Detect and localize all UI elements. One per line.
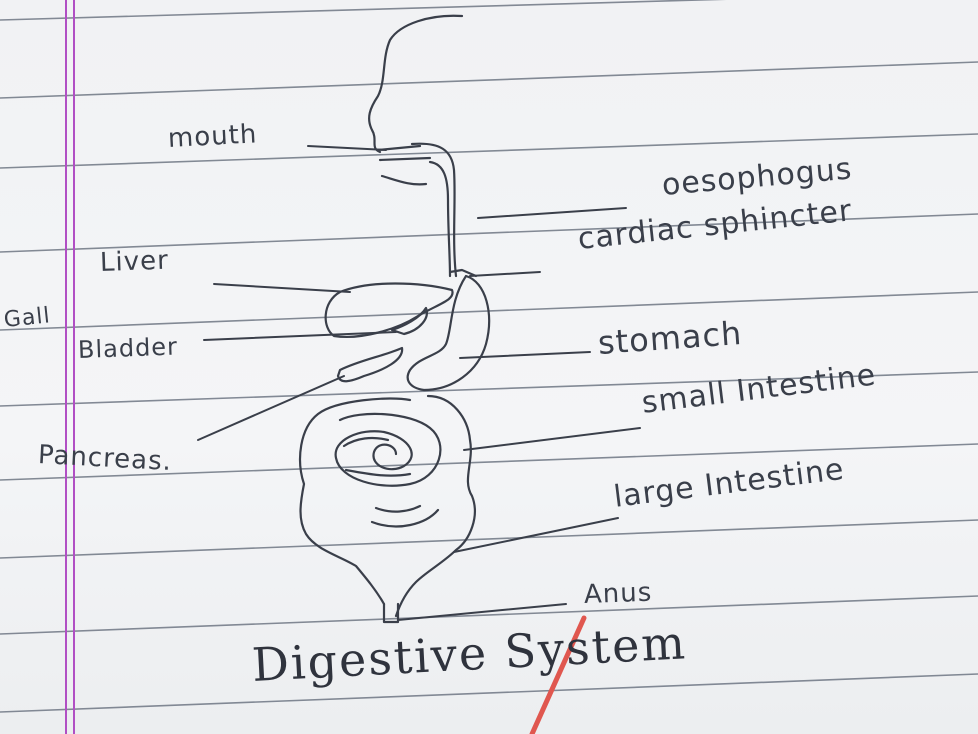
pancreas <box>338 348 402 381</box>
leader-lines <box>198 146 640 620</box>
label-mouth: mouth <box>167 119 258 154</box>
stomach <box>408 276 489 390</box>
leader-pancreas <box>198 376 344 440</box>
mouth-lines <box>378 146 430 184</box>
oesophagus-right <box>430 162 450 276</box>
label-anus: Anus <box>583 578 652 610</box>
label-gall: Gall <box>3 303 52 333</box>
small-intestine <box>336 414 441 486</box>
leader-small-intestine <box>464 428 640 450</box>
label-bladder: Bladder <box>78 333 179 364</box>
large-intestine-right <box>396 396 475 616</box>
leader-anus <box>398 604 566 620</box>
small-intestine-lower <box>372 506 438 526</box>
label-liver: Liver <box>99 246 169 278</box>
large-intestine <box>300 399 410 604</box>
leader-cardiac <box>470 272 540 276</box>
leader-stomach <box>460 352 590 358</box>
digestive-diagram <box>300 16 489 622</box>
leader-oesophagus <box>478 208 626 218</box>
leader-liver <box>214 284 350 292</box>
margin-lines <box>66 0 74 734</box>
